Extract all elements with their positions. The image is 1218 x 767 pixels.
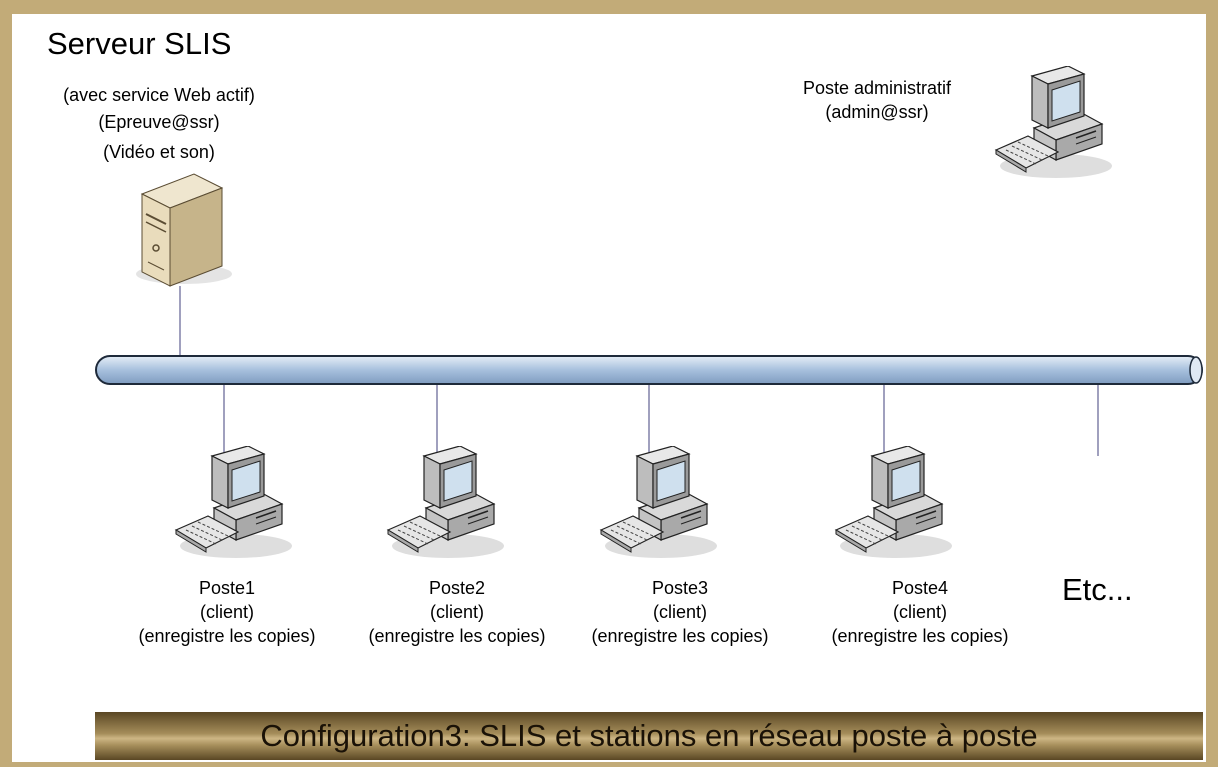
server-description: (avec service Web actif) (Epreuve@ssr) (…: [34, 80, 284, 167]
client2-computer-icon: [387, 446, 505, 559]
admin-computer-icon: [995, 66, 1113, 179]
caption-banner: Configuration3: SLIS et stations en rése…: [95, 712, 1203, 760]
client-role: (client): [652, 602, 707, 622]
admin-station-label: Poste administratif (admin@ssr): [772, 76, 982, 124]
client4-label: Poste4 (client) (enregistre les copies): [805, 576, 1035, 648]
client-desc: (enregistre les copies): [831, 626, 1009, 646]
admin-line-account: (admin@ssr): [825, 102, 929, 122]
diagram-canvas: Serveur SLIS (avec service Web actif) (E…: [12, 14, 1206, 762]
server-line-epreuve: (Epreuve@ssr): [98, 112, 220, 132]
server-title: Serveur SLIS: [47, 26, 232, 61]
client-desc: (enregistre les copies): [138, 626, 316, 646]
client4-computer-icon: [835, 446, 953, 559]
client3-label: Poste3 (client) (enregistre les copies): [565, 576, 795, 648]
network-bus: [95, 355, 1203, 385]
client1-computer-icon: [175, 446, 293, 559]
etc-label: Etc...: [1062, 572, 1133, 607]
client1-label: Poste1 (client) (enregistre les copies): [112, 576, 342, 648]
admin-line-title: Poste administratif: [802, 78, 952, 98]
server-line-web: (avec service Web actif): [63, 85, 255, 105]
network-diagram: [95, 173, 1203, 456]
client-name: Poste1: [198, 578, 256, 598]
client-role: (client): [429, 602, 484, 622]
server-tower-icon: [136, 173, 232, 287]
client-role: (client): [199, 602, 254, 622]
client-desc: (enregistre les copies): [368, 626, 546, 646]
client-role: (client): [892, 602, 947, 622]
caption-text: Configuration3: SLIS et stations en rése…: [260, 718, 1038, 753]
client-name: Poste4: [891, 578, 949, 598]
client2-label: Poste2 (client) (enregistre les copies): [342, 576, 572, 648]
client3-computer-icon: [600, 446, 718, 559]
client-name: Poste3: [651, 578, 709, 598]
client-desc: (enregistre les copies): [591, 626, 769, 646]
server-line-video: (Vidéo et son): [103, 142, 215, 162]
client-name: Poste2: [428, 578, 486, 598]
